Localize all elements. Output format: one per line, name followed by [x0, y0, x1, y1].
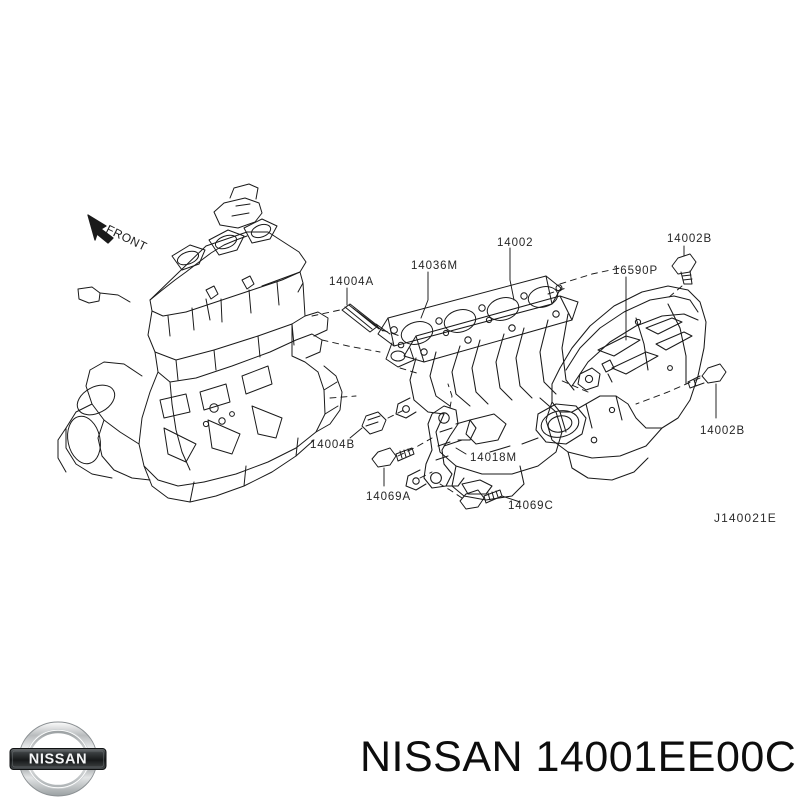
callout-label-14004B: 14004B: [310, 439, 356, 451]
callout-label-14002B-top: 14002B: [667, 233, 713, 245]
part-14002-exhaust-manifold: [395, 295, 601, 501]
callout-label-16590P: 16590P: [613, 265, 659, 277]
part-number-text: NISSAN 14001EE00C: [360, 733, 797, 781]
nissan-logo: NISSAN: [9, 721, 107, 797]
front-arrow-icon: [87, 214, 114, 244]
part-14036M-gasket: [377, 275, 563, 368]
part-14002B-bolt-bottom: [687, 363, 727, 389]
engine-block-assembly: [57, 183, 343, 503]
callout-label-14002B-bottom: 14002B: [700, 425, 746, 437]
part-14018M-bracket: [423, 405, 477, 489]
footer-bar: NISSAN: [0, 715, 800, 800]
callout-label-14069A: 14069A: [366, 491, 412, 503]
nissan-logo-wordmark: NISSAN: [29, 752, 87, 768]
callout-label-14002: 14002: [497, 237, 534, 249]
drawing-reference-code: J140021E: [714, 511, 777, 525]
callout-label-14069C: 14069C: [508, 500, 554, 512]
part-16590P-heat-shield: [545, 285, 707, 481]
part-14002B-bolt-top: [671, 253, 697, 285]
callout-label-14036M: 14036M: [411, 260, 458, 272]
part-14004A-stud: [341, 303, 391, 335]
exhaust-manifold-diagram: FRONT 14004A 14036M 14002 16590P 14002B …: [57, 183, 777, 525]
diagram-linework: [57, 183, 727, 510]
part-14004B-nut: [361, 411, 387, 435]
callout-label-14004A: 14004A: [329, 276, 375, 288]
assembly-dashed-lines: [311, 267, 701, 499]
callout-label-14018M: 14018M: [470, 452, 517, 464]
leader-lines: [346, 245, 717, 503]
